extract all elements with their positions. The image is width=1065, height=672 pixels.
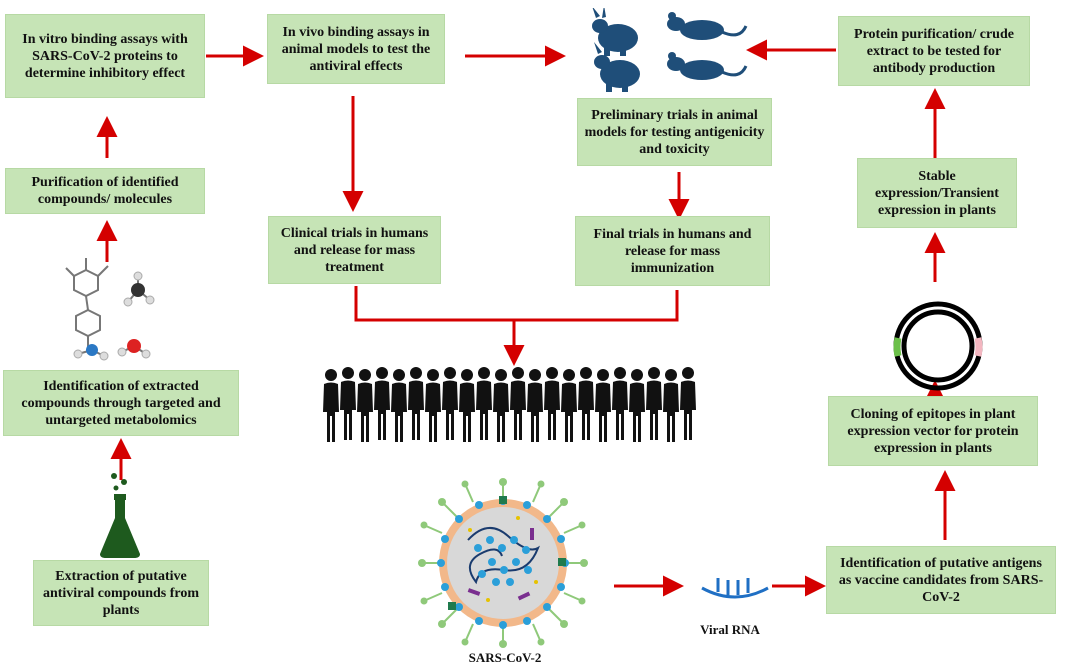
box-stable-expression: Stable expression/Transient expression i… (857, 158, 1017, 228)
box-cloning-epitopes: Cloning of epitopes in plant expression … (828, 396, 1038, 466)
population-icon (323, 367, 696, 442)
molecules-icon (65, 258, 155, 361)
box-in-vivo: In vivo binding assays in animal models … (267, 14, 445, 84)
sars-cov-2-virus-icon (418, 478, 588, 648)
animal-models-icon (592, 8, 748, 92)
box-identification-extracted: Identification of extracted compounds th… (3, 370, 239, 436)
box-final-trials: Final trials in humans and release for m… (575, 216, 770, 286)
box-protein-purification: Protein purification/ crude extract to b… (838, 16, 1030, 86)
rna-label: Viral RNA (700, 622, 760, 637)
flask-icon (100, 473, 140, 558)
box-in-vitro: In vitro binding assays with SARS-CoV-2 … (5, 14, 205, 98)
virus-label: SARS-CoV-2 (468, 650, 542, 665)
arrow-trials-merge (354, 286, 679, 322)
plasmid-vector-icon (893, 301, 983, 391)
box-identification-antigens: Identification of putative antigens as v… (826, 546, 1056, 614)
box-extraction: Extraction of putative antiviral compoun… (33, 560, 209, 626)
viral-rna-icon (701, 578, 769, 599)
box-purification-compounds: Purification of identified compounds/ mo… (5, 168, 205, 214)
box-preliminary-trials: Preliminary trials in animal models for … (577, 98, 772, 166)
box-clinical-trials: Clinical trials in humans and release fo… (268, 216, 441, 284)
